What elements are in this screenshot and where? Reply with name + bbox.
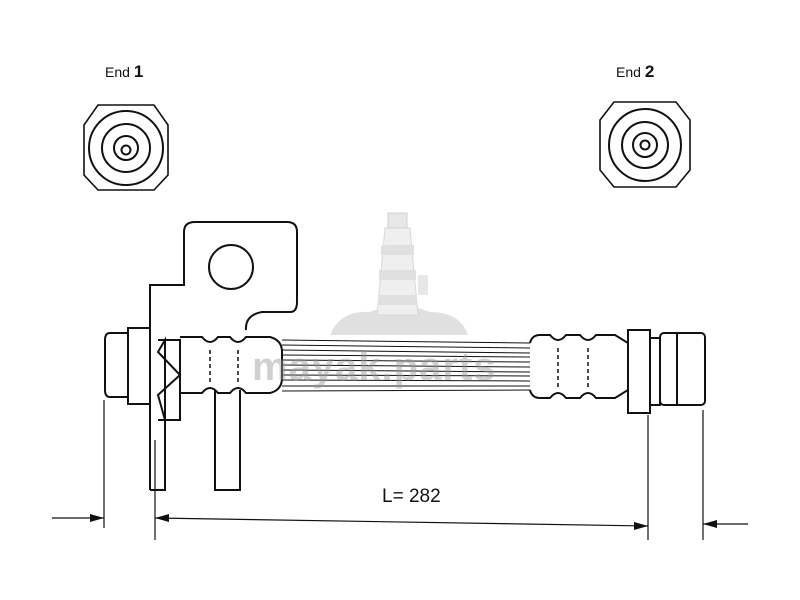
- end2-view: [599, 101, 691, 188]
- end1-label: End 1: [105, 62, 143, 82]
- end1-number: 1: [133, 62, 144, 81]
- end1-text: End: [105, 64, 130, 80]
- hose-body: [281, 339, 531, 392]
- mounting-bracket: [104, 221, 298, 491]
- end2-label: End 2: [616, 62, 654, 82]
- end2-text: End: [616, 64, 641, 80]
- watermark-text: mayak.parts: [252, 345, 497, 389]
- end1-view: [83, 104, 169, 191]
- dimension-arrows: [90, 514, 717, 530]
- length-dimension: L= 282: [382, 486, 441, 507]
- end2-number: 2: [644, 62, 655, 81]
- right-fitting: [529, 329, 706, 414]
- dimension-lines: [52, 400, 748, 540]
- lighthouse-watermark-icon: [330, 212, 468, 335]
